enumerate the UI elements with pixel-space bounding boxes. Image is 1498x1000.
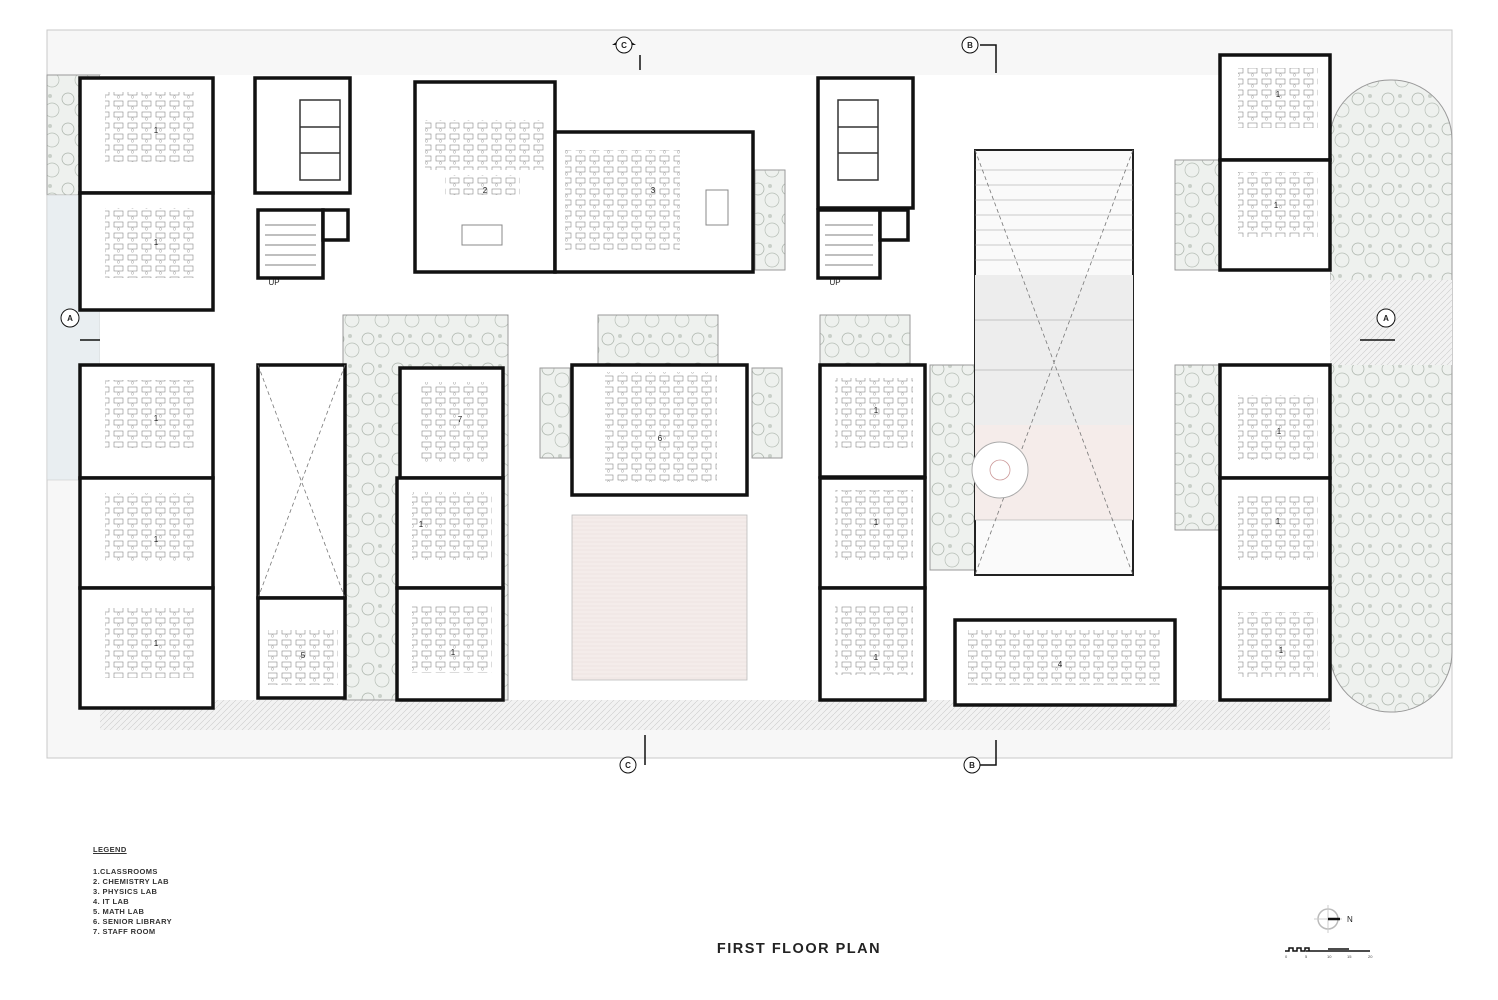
- svg-text:4: 4: [1058, 660, 1063, 669]
- svg-text:A: A: [67, 314, 73, 323]
- svg-text:1: 1: [451, 648, 456, 657]
- classroom[interactable]: 1: [78, 191, 215, 312]
- classroom[interactable]: 1: [818, 476, 927, 590]
- svg-text:0: 0: [1285, 954, 1288, 959]
- svg-text:2: 2: [483, 186, 488, 195]
- svg-text:1: 1: [154, 126, 159, 135]
- atrium: [971, 149, 1134, 576]
- svg-text:B: B: [967, 41, 973, 50]
- classroom[interactable]: 1: [78, 363, 215, 480]
- legend-item: 4. IT LAB: [93, 897, 130, 906]
- classroom[interactable]: 1: [78, 476, 215, 590]
- stair-up-label: UP: [268, 278, 279, 287]
- classroom[interactable]: 1: [1218, 53, 1332, 162]
- svg-text:1: 1: [1276, 90, 1281, 99]
- svg-text:6: 6: [658, 434, 663, 443]
- lift: [321, 208, 350, 242]
- classroom[interactable]: 1: [395, 586, 505, 702]
- planter: [819, 314, 911, 366]
- legend-item: 5. MATH LAB: [93, 907, 145, 916]
- section-marker-c-top: C: [612, 36, 641, 70]
- svg-text:1: 1: [1276, 517, 1281, 526]
- section-marker-b-top: B: [961, 36, 997, 73]
- classroom[interactable]: 1: [1218, 476, 1332, 590]
- svg-text:10: 10: [1327, 954, 1332, 959]
- svg-text:20: 20: [1368, 954, 1373, 959]
- svg-text:1: 1: [1279, 646, 1284, 655]
- north-arrow: N: [1314, 905, 1353, 933]
- classroom[interactable]: 1: [78, 586, 215, 710]
- planter: [1174, 159, 1221, 271]
- classroom[interactable]: 1: [78, 76, 215, 195]
- it-lab[interactable]: 4: [953, 618, 1177, 707]
- classroom[interactable]: 1: [1218, 363, 1332, 480]
- chemistry-lab[interactable]: 2: [413, 80, 557, 274]
- classroom[interactable]: 1: [395, 476, 505, 590]
- physics-lab[interactable]: 3: [553, 130, 755, 274]
- legend-item: 3. PHYSICS LAB: [93, 887, 158, 896]
- section-marker-a-left: A: [60, 308, 100, 341]
- svg-text:1: 1: [154, 414, 159, 423]
- section-marker-a-right: A: [1360, 308, 1396, 341]
- lift: [878, 208, 910, 242]
- double-height-void: [256, 363, 347, 600]
- svg-text:1: 1: [154, 535, 159, 544]
- svg-text:1: 1: [1277, 427, 1282, 436]
- svg-text:A: A: [1383, 314, 1389, 323]
- senior-library[interactable]: 6: [570, 363, 749, 497]
- courtyard-deck: [571, 514, 748, 681]
- planter: [539, 367, 571, 459]
- legend-item: 7. STAFF ROOM: [93, 927, 156, 936]
- stair-up-label: UP: [829, 278, 840, 287]
- staircase[interactable]: [256, 208, 325, 280]
- planter: [929, 364, 976, 571]
- svg-text:1: 1: [154, 238, 159, 247]
- svg-text:1: 1: [874, 406, 879, 415]
- classroom[interactable]: 1: [818, 363, 927, 479]
- svg-text:3: 3: [651, 186, 656, 195]
- staff-room[interactable]: 7: [398, 366, 505, 480]
- planter: [754, 169, 786, 271]
- classroom[interactable]: 1: [818, 586, 927, 702]
- planter: [751, 367, 783, 459]
- classroom[interactable]: 1: [1218, 158, 1332, 272]
- legend-item: 6. SENIOR LIBRARY: [93, 917, 173, 926]
- svg-text:5: 5: [1305, 954, 1308, 959]
- legend: LEGEND 1.CLASSROOMS 2. CHEMISTRY LAB 3. …: [93, 845, 172, 937]
- classroom[interactable]: 1: [1218, 586, 1332, 702]
- svg-text:1: 1: [419, 520, 424, 529]
- svg-text:C: C: [625, 761, 631, 770]
- svg-text:N: N: [1347, 915, 1353, 924]
- svg-text:C: C: [621, 41, 627, 50]
- section-marker-b-bottom: B: [963, 740, 997, 774]
- planter: [1174, 364, 1221, 531]
- legend-item: 2. CHEMISTRY LAB: [93, 877, 169, 886]
- legend-item: 1.CLASSROOMS: [93, 867, 158, 876]
- svg-text:B: B: [969, 761, 975, 770]
- planter: [597, 314, 719, 366]
- staircase[interactable]: [816, 208, 882, 280]
- svg-text:1: 1: [874, 518, 879, 527]
- right-landscape: [1329, 79, 1453, 713]
- section-marker-c-bottom: C: [619, 735, 646, 774]
- svg-text:1: 1: [874, 653, 879, 662]
- toilet-block: [253, 76, 352, 195]
- svg-text:1: 1: [1274, 201, 1279, 210]
- toilet-block: [816, 76, 915, 210]
- svg-text:7: 7: [458, 415, 463, 424]
- svg-text:1: 1: [154, 639, 159, 648]
- svg-text:15: 15: [1347, 954, 1352, 959]
- plan-title: FIRST FLOOR PLAN: [716, 941, 882, 957]
- svg-text:5: 5: [301, 651, 306, 660]
- legend-heading: LEGEND: [93, 845, 127, 854]
- math-lab[interactable]: 5: [256, 596, 347, 700]
- scale-bar: 0 5 10 15 20: [1285, 947, 1373, 959]
